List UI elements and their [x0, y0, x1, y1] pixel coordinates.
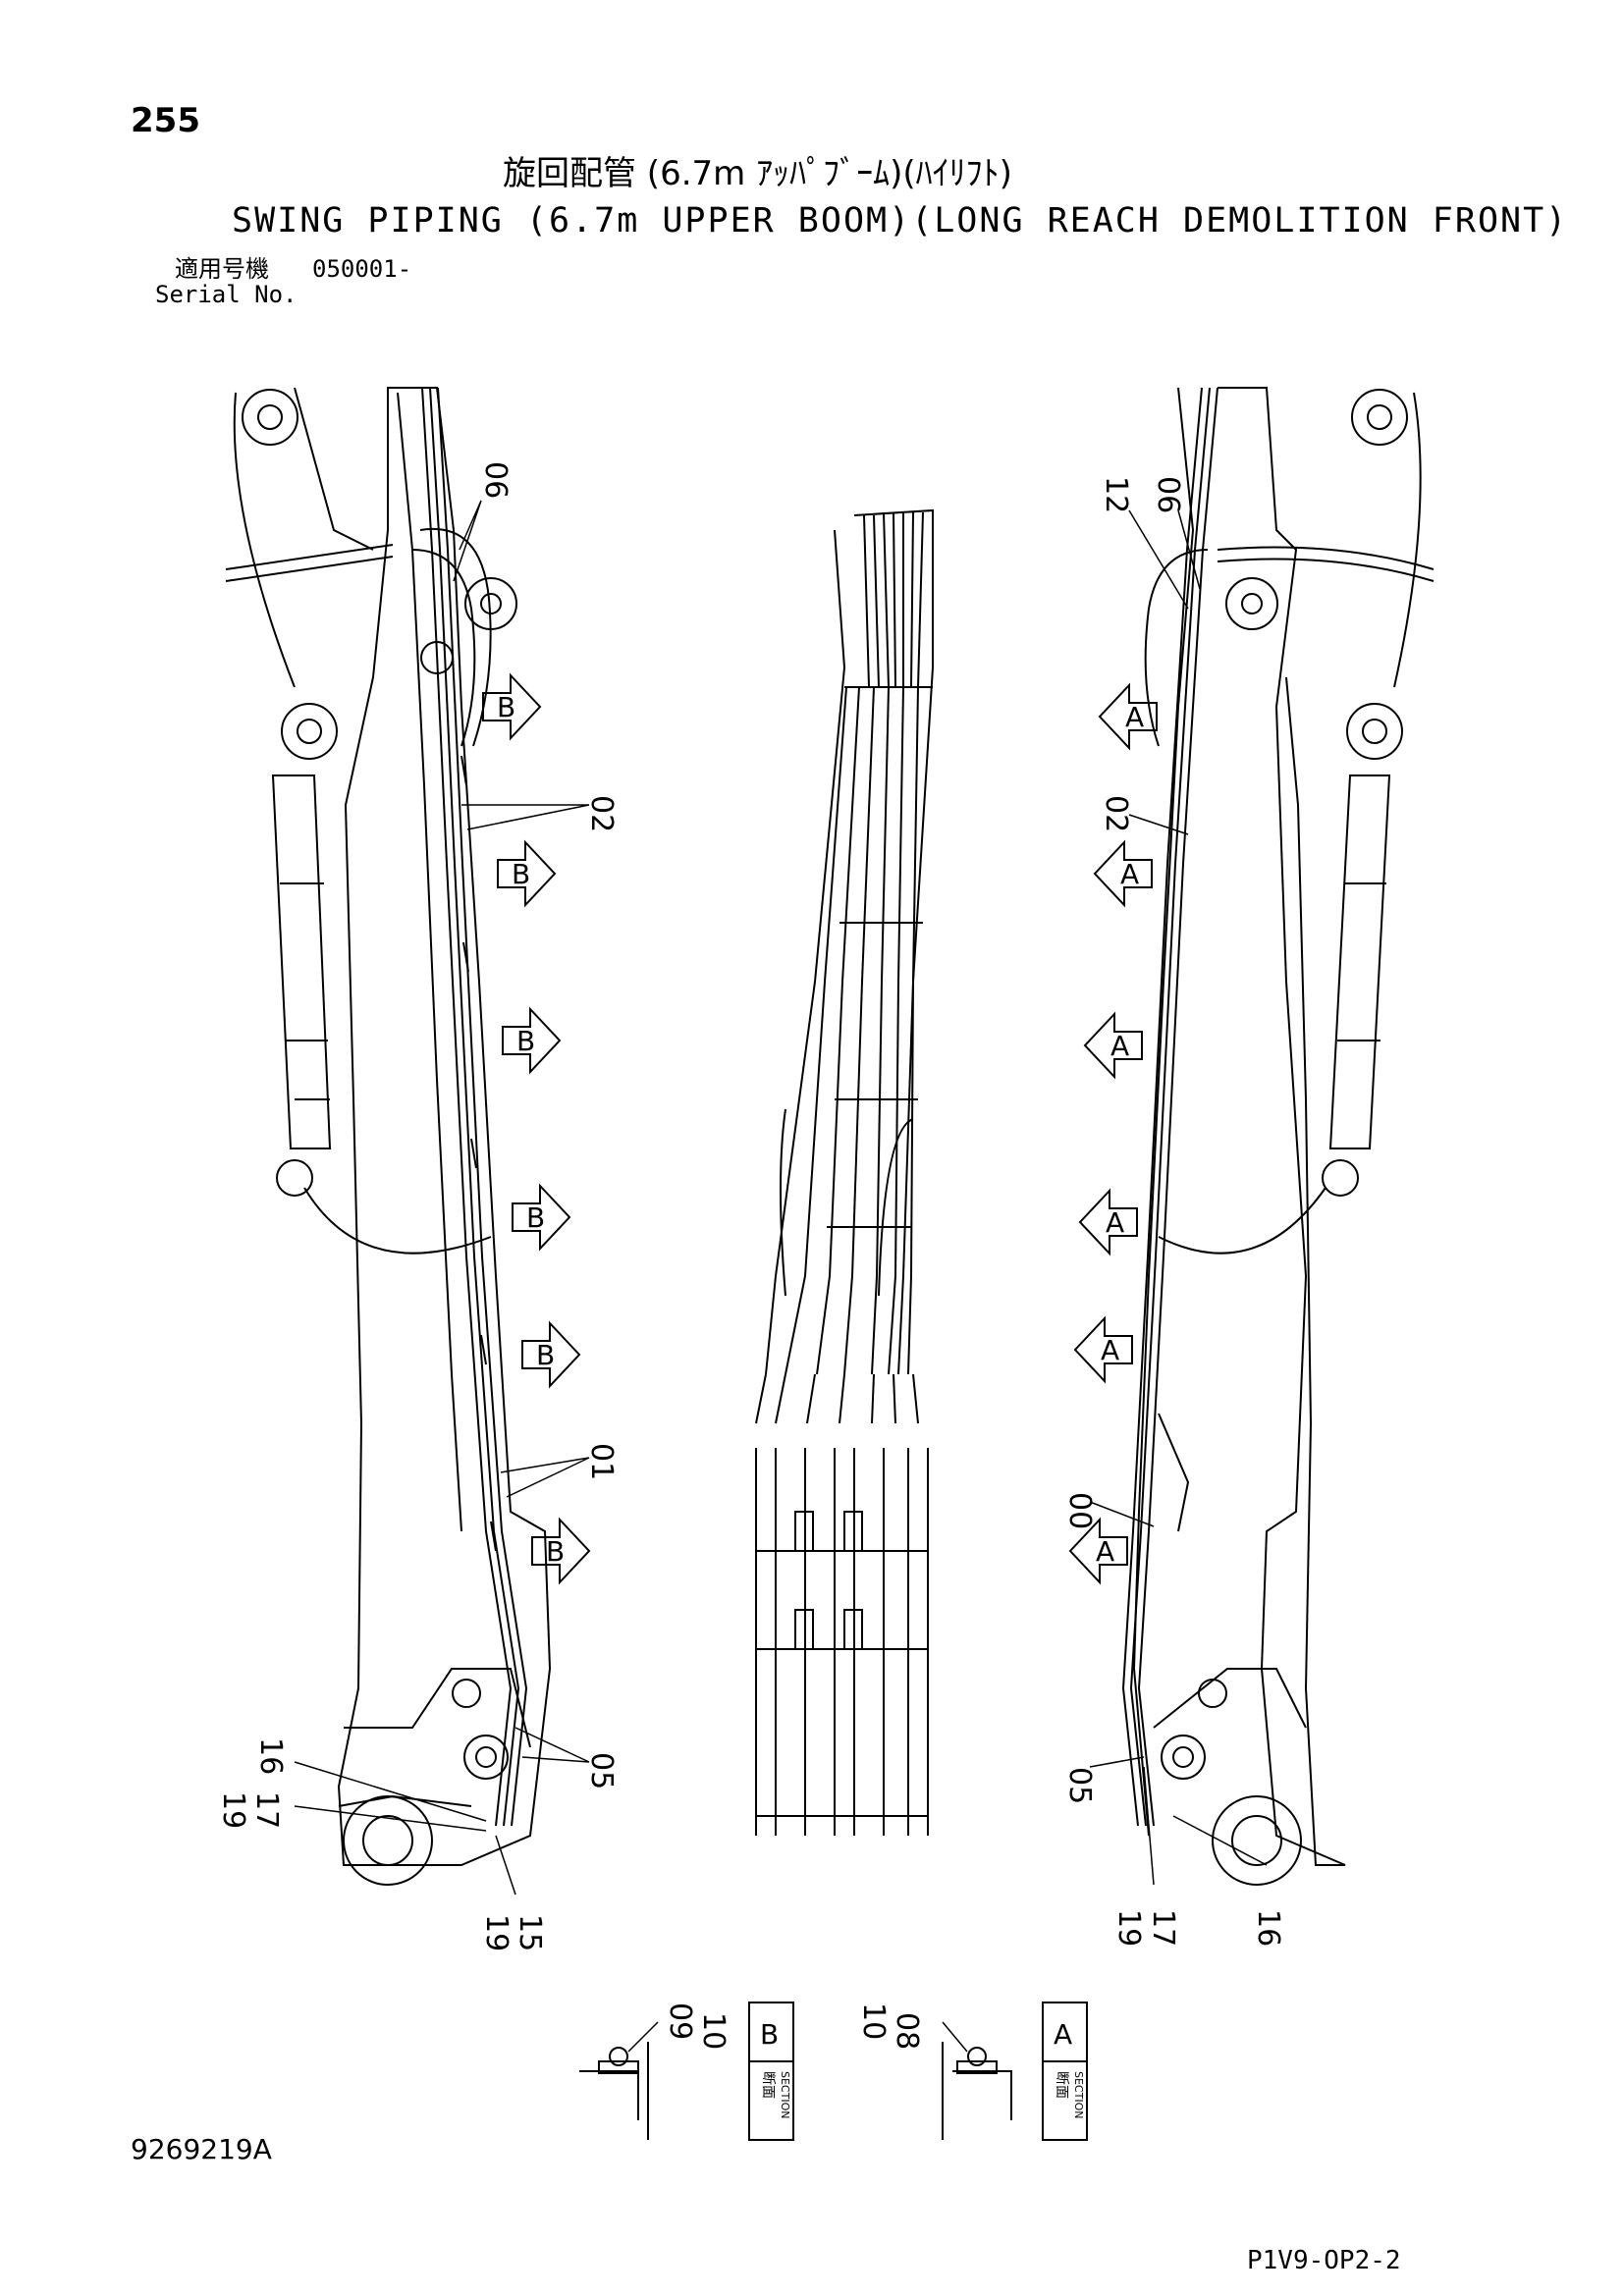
drawing-number: 9269219A: [131, 2133, 272, 2165]
callout-10: 10: [696, 2012, 731, 2050]
callout-12: 12: [1099, 476, 1133, 513]
section-arrow-a: A: [1083, 1011, 1143, 1080]
page-code: P1V9-OP2-2: [1247, 2246, 1401, 2275]
callout-05: 05: [584, 1752, 619, 1789]
callout-19: 19: [479, 1914, 514, 1951]
section-label-jp-b: 断面: [760, 2071, 776, 2099]
svg-text:A: A: [1125, 701, 1144, 733]
callout-16: 16: [253, 1737, 288, 1775]
section-label-box-b: [748, 2002, 794, 2141]
section-label-en-a: SECTION: [1072, 2071, 1085, 2118]
svg-text:A: A: [1106, 1206, 1124, 1239]
callout-01: 01: [584, 1443, 619, 1480]
svg-text:A: A: [1096, 1535, 1114, 1568]
section-arrow-b: B: [482, 672, 542, 741]
section-arrow-a: A: [1093, 839, 1153, 908]
left-callouts: 06 02 01 05 16 19 17 19 15: [216, 461, 619, 1951]
callout-05: 05: [1062, 1767, 1097, 1804]
section-arrow-a: A: [1078, 1188, 1138, 1256]
serial-label-english: Serial No.: [155, 281, 298, 308]
section-markers-b: B B B B B B: [482, 672, 591, 1585]
section-arrow-a: A: [1073, 1315, 1133, 1384]
callout-15: 15: [513, 1914, 547, 1951]
svg-text:B: B: [497, 691, 515, 723]
callout-17: 17: [1146, 1909, 1180, 1947]
section-markers-a: A A A A A A: [1068, 682, 1158, 1585]
section-label-en-b: SECTION: [779, 2071, 791, 2118]
callout-02: 02: [584, 795, 619, 832]
callout-19: 19: [216, 1791, 250, 1829]
svg-text:A: A: [1120, 858, 1139, 890]
serial-value: 050001-: [312, 255, 412, 283]
serial-label-japanese: 適用号機: [175, 255, 269, 283]
callout-02: 02: [1099, 795, 1133, 832]
section-arrow-b: B: [531, 1517, 591, 1585]
right-callouts: 12 06 02 00 05 19 17 16: [1062, 476, 1285, 1947]
section-arrow-a: A: [1098, 682, 1158, 751]
section-arrow-b: B: [502, 1006, 562, 1075]
callout-06: 06: [478, 461, 513, 499]
svg-text:B: B: [546, 1535, 565, 1568]
callout-17: 17: [249, 1791, 284, 1829]
svg-text:B: B: [526, 1201, 545, 1234]
section-letter-a: A: [1054, 2018, 1072, 2051]
section-detail-a: 10 08 A 断面 SECTION: [856, 2002, 1088, 2141]
callout-16: 16: [1251, 1909, 1285, 1947]
right-boom-view: [1089, 387, 1435, 1886]
left-boom-view: [225, 387, 590, 1896]
svg-text:B: B: [516, 1025, 535, 1057]
svg-text:B: B: [512, 858, 530, 890]
section-arrow-b: B: [521, 1320, 581, 1389]
section-arrow-b: B: [512, 1183, 571, 1252]
section-arrow-b: B: [497, 839, 557, 908]
section-label-jp-a: 断面: [1054, 2071, 1069, 2099]
center-plan-view: [755, 508, 934, 1836]
callout-06: 06: [1151, 476, 1185, 513]
callout-00: 00: [1062, 1492, 1097, 1529]
page-number: 255: [131, 101, 200, 140]
svg-text:A: A: [1110, 1030, 1129, 1062]
callout-08: 08: [890, 2012, 924, 2050]
title-japanese: 旋回配管 (6.7m ｱｯﾊﾟﾌﾞｰﾑ)(ﾊｲﾘﾌﾄ): [503, 154, 1012, 193]
callout-09: 09: [663, 2002, 697, 2040]
section-detail-b: 09 10 B 断面 SECTION: [579, 2002, 794, 2141]
callout-19: 19: [1111, 1909, 1146, 1947]
callout-10: 10: [856, 2002, 891, 2040]
section-letter-b: B: [760, 2018, 779, 2051]
svg-text:B: B: [536, 1339, 555, 1371]
section-arrow-a: A: [1068, 1517, 1128, 1585]
title-english: SWING PIPING (6.7m UPPER BOOM)(LONG REAC…: [232, 201, 1569, 240]
section-label-box-a: [1042, 2002, 1088, 2141]
svg-text:A: A: [1101, 1334, 1119, 1366]
